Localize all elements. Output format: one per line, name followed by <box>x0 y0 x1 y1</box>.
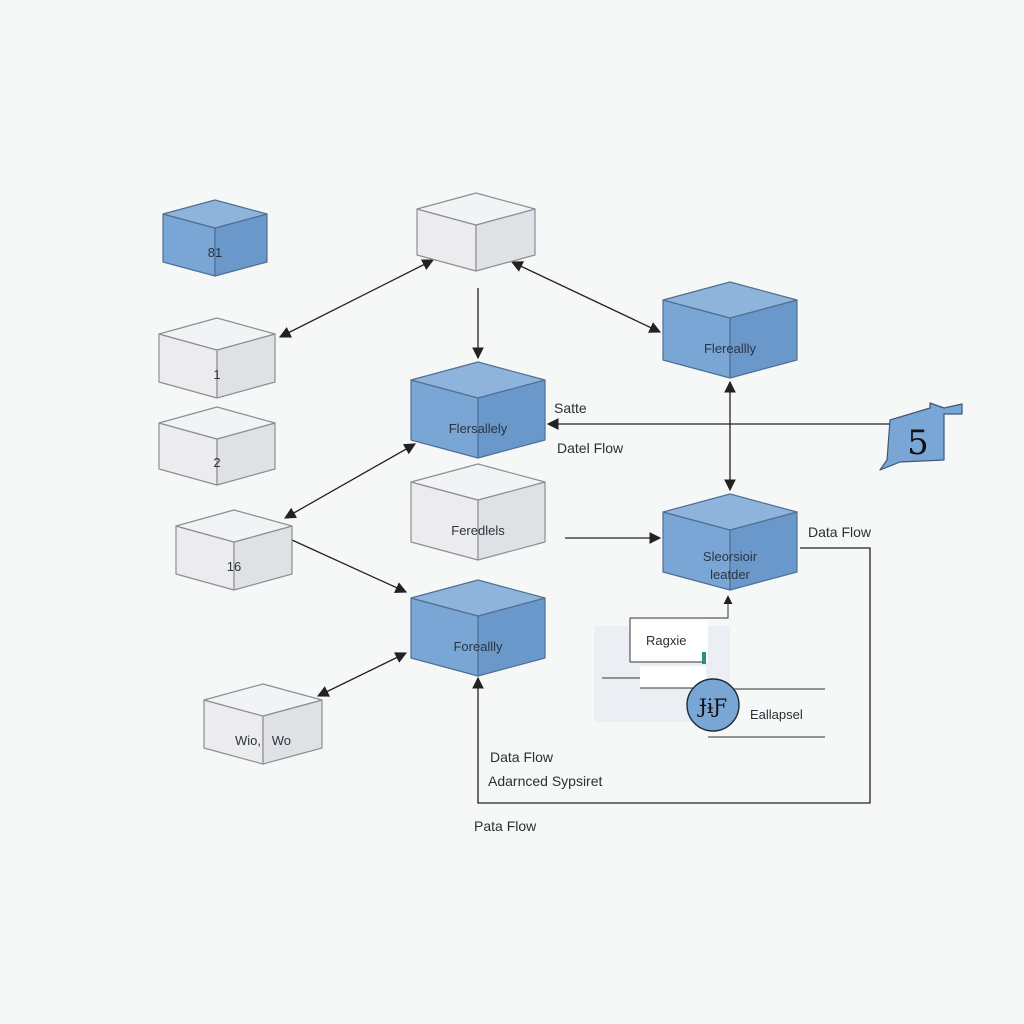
flow-labels: Satte Datel Flow Data Flow Data Flow Ada… <box>474 400 872 834</box>
cube-16-label: 16 <box>227 559 241 574</box>
label-eallapsel: Eallapsel <box>750 707 803 722</box>
cube-wio-label: Wio, Wo <box>235 733 291 748</box>
cube-center-3[interactable]: Foreallly <box>410 579 546 677</box>
cube-2[interactable]: 2 <box>158 406 276 486</box>
cube-wio[interactable]: Wio, Wo <box>203 683 323 765</box>
cube-center-1-label: Flersallely <box>449 421 508 436</box>
circle-node[interactable] <box>686 678 740 732</box>
cube-top[interactable] <box>416 192 536 272</box>
cube-right-mid[interactable]: Sleorsioir leatder <box>662 493 798 591</box>
connectors <box>278 259 890 804</box>
cube-center-2-label: Feredlels <box>451 523 505 538</box>
label-data-flow-right: Data Flow <box>808 524 872 540</box>
edge-cube16-to-center3 <box>291 539 408 593</box>
cube-1-label: 1 <box>213 367 220 382</box>
edge-center1-to-cube16 <box>283 443 417 519</box>
ragxie-label: Ragxie <box>646 633 686 648</box>
cube-right-top-label: Flereallly <box>704 341 757 356</box>
cube-wio-top-face <box>203 683 323 717</box>
edge-top-to-right-top <box>510 261 662 333</box>
cube-81-label: 81 <box>208 245 222 260</box>
cube-center-1-top-face <box>410 361 546 399</box>
ragxie-box[interactable] <box>630 620 708 662</box>
cube-16[interactable]: 16 <box>175 509 293 591</box>
cube-center-3-label: Foreallly <box>453 639 503 654</box>
cube-1-top-face <box>158 317 276 351</box>
cube-center-1[interactable]: Flersallely <box>410 361 546 459</box>
label-pata-flow: Pata Flow <box>474 818 537 834</box>
cube-81-top-face <box>162 199 268 229</box>
circle-node-label: ɈɨƑ <box>697 694 727 718</box>
cube-right-top[interactable]: Flereallly <box>662 281 798 379</box>
label-advanced-sypsiret: Adarnced Sypsiret <box>488 773 603 789</box>
cube-2-top-face <box>158 406 276 440</box>
label-satte: Satte <box>554 400 587 416</box>
cube-right-top-top-face <box>662 281 798 319</box>
cube-right-mid-label-line2: leatder <box>710 567 750 582</box>
label-datel-flow: Datel Flow <box>557 440 624 456</box>
cube-16-top-face <box>175 509 293 543</box>
cube-right-mid-label-line1: Sleorsioir <box>703 549 758 564</box>
ragxie-sub-box <box>640 666 706 688</box>
badge-5-shape <box>879 402 963 471</box>
eallapsel-group: ɈɨƑ Eallapsel <box>686 678 825 738</box>
edge-loop-to-center3 <box>472 547 871 804</box>
badge-5-label: 5 <box>907 423 929 463</box>
label-data-flow-bottom: Data Flow <box>490 749 554 765</box>
edge-ragxie-to-right-mid <box>630 595 733 619</box>
cube-center-2[interactable]: Feredlels <box>410 463 546 561</box>
edge-center3-to-wio <box>316 652 408 697</box>
cube-1[interactable]: 1 <box>158 317 276 399</box>
cube-center-3-top-face <box>410 579 546 617</box>
cube-right-mid-top-face <box>662 493 798 531</box>
badge-5[interactable]: 5 <box>879 402 963 471</box>
cube-top-top-face <box>416 192 536 226</box>
cube-center-2-top-face <box>410 463 546 501</box>
edge-top-to-cube1 <box>278 259 435 338</box>
cube-2-label: 2 <box>213 455 220 470</box>
cube-81[interactable]: 81 <box>162 199 268 277</box>
